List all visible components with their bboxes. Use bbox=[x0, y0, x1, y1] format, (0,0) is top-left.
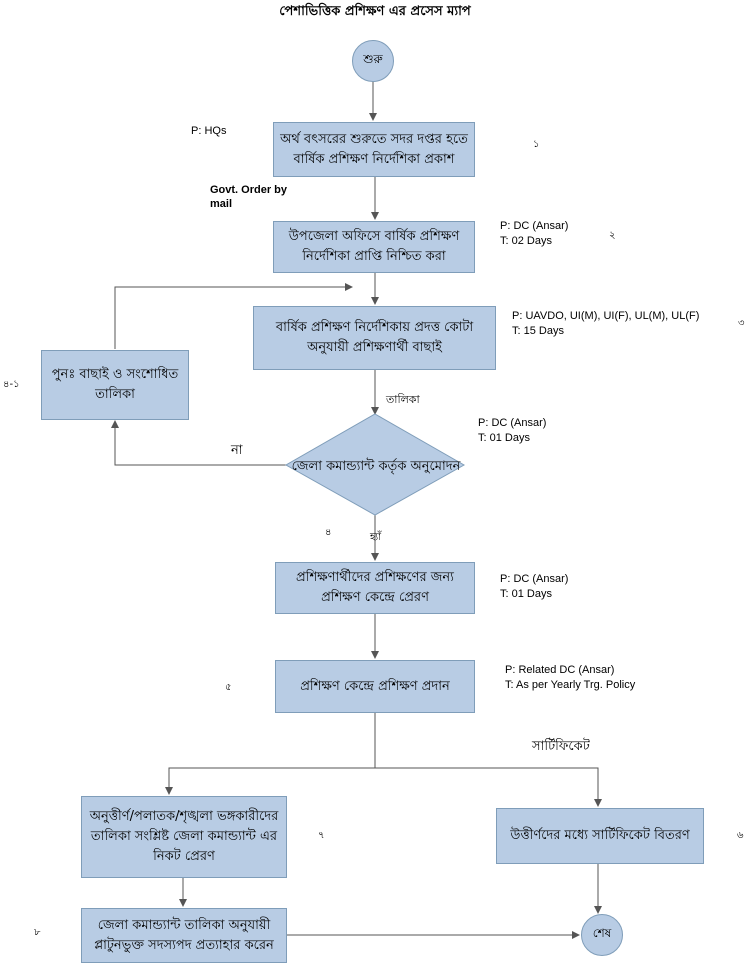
note-step2-time: T: 02 Days bbox=[500, 235, 552, 247]
step-number-2: ২ bbox=[609, 230, 616, 241]
step-number-6: ৬ bbox=[737, 830, 744, 841]
edge-recheck-loop bbox=[114, 283, 353, 349]
edge-split-right bbox=[375, 767, 602, 807]
step-number-7: ৭ bbox=[318, 830, 325, 841]
step-number-8: ৮ bbox=[34, 927, 41, 938]
note-step3-person: P: UAVDO, UI(M), UI(F), UL(M), UL(F) bbox=[512, 310, 700, 322]
step-number-3: ৩ bbox=[738, 318, 745, 329]
note-step5-person: P: Related DC (Ansar) bbox=[505, 664, 615, 676]
step3-box: বার্ষিক প্রশিক্ষণ নির্দেশিকায় প্রদত্ত ক… bbox=[253, 306, 496, 370]
page-title: পেশাভিত্তিক প্রশিক্ষণ এর প্রসেস ম্যাপ bbox=[279, 4, 471, 19]
step2-box: উপজেলা অফিসে বার্ষিক প্রশিক্ষণ নির্দেশিক… bbox=[273, 221, 475, 273]
note-decision-time: T: 01 Days bbox=[478, 432, 530, 444]
note-step3-time: T: 15 Days bbox=[512, 325, 564, 337]
step-number-1: ১ bbox=[533, 139, 540, 150]
note-step2-person: P: DC (Ansar) bbox=[500, 220, 569, 232]
step6-box: উত্তীর্ণদের মধ্যে সার্টিফিকেট বিতরণ bbox=[496, 808, 704, 864]
edge-split-left bbox=[165, 767, 375, 795]
decision-diamond bbox=[284, 413, 466, 516]
edge-label-certificate: সার্টিফিকেট bbox=[532, 739, 590, 754]
end-node: শেষ bbox=[581, 914, 623, 956]
step-number-3-1: ৪-১ bbox=[3, 379, 20, 390]
note-step4-person: P: DC (Ansar) bbox=[500, 573, 569, 585]
decision-label: জেলা কমান্ড্যান্ট কর্তৃক অনুমোদন bbox=[291, 458, 461, 474]
note-govt-order: Govt. Order by mail bbox=[210, 184, 288, 210]
step7-box: অনুত্তীর্ণ/পলাতক/শৃঙ্খলা ভঙ্গকারীদের তাল… bbox=[81, 796, 287, 878]
edge-label-yes: হ্যাঁ bbox=[370, 532, 382, 543]
step1-box: অর্থ বৎসরের শুরুতে সদর দপ্তর হতে বার্ষিক… bbox=[273, 122, 475, 177]
step5-box: প্রশিক্ষণ কেন্দ্রে প্রশিক্ষণ প্রদান bbox=[275, 660, 475, 713]
edge-label-no: না bbox=[231, 443, 243, 458]
edge-label-list: তালিকা bbox=[386, 393, 420, 406]
note-step5-time: T: As per Yearly Trg. Policy bbox=[505, 679, 636, 691]
start-node: শুরু bbox=[352, 40, 394, 82]
note-decision-person: P: DC (Ansar) bbox=[478, 417, 547, 429]
note-step4-time: T: 01 Days bbox=[500, 588, 552, 600]
step8-box: জেলা কমান্ড্যান্ট তালিকা অনুযায়ী প্লাটু… bbox=[81, 908, 287, 963]
step-number-5: ৫ bbox=[225, 682, 232, 693]
step4-box: প্রশিক্ষণার্থীদের প্রশিক্ষণের জন্য প্রশি… bbox=[275, 562, 475, 614]
edge-decision-no bbox=[111, 420, 286, 466]
note-step1-person: P: HQs bbox=[191, 125, 227, 137]
step-number-4: ৪ bbox=[325, 527, 332, 538]
step3-1-box: পুনঃ বাছাই ও সংশোধিত তালিকা bbox=[41, 350, 189, 420]
